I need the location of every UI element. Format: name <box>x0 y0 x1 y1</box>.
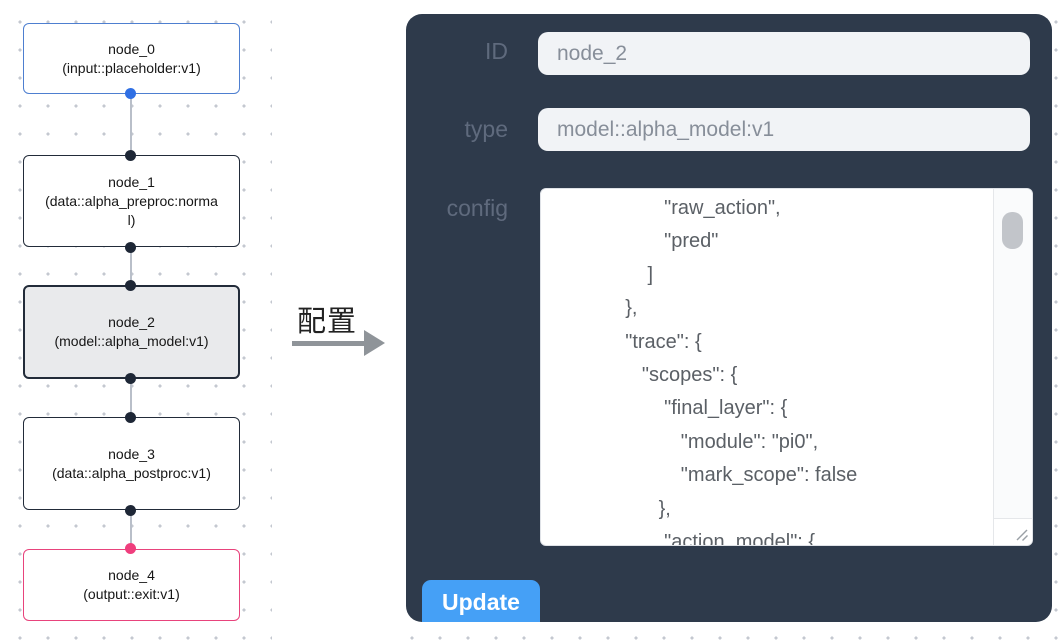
config-json-text[interactable]: "raw_action", "pred" ] }, "trace": { "sc… <box>625 197 858 545</box>
handle-node2-source-icon[interactable] <box>125 373 136 384</box>
flow-node-node_4[interactable]: node_4 (output::exit:v1) <box>23 549 240 621</box>
config-scrollbar-thumb[interactable] <box>1002 212 1023 249</box>
configure-annotation-label: 配置 <box>297 306 358 338</box>
handle-node3-source-icon[interactable] <box>125 505 136 516</box>
arrow-shaft <box>292 340 365 346</box>
update-button[interactable]: Update <box>422 580 540 622</box>
node-type-label: (output::exit:v1) <box>83 586 180 602</box>
resize-grip-icon <box>1016 529 1028 541</box>
handle-node4-target-icon[interactable] <box>125 543 136 554</box>
config-resize-corner[interactable] <box>993 518 1032 545</box>
handle-node1-target-icon[interactable] <box>125 150 136 161</box>
node-config-panel: ID type config "raw_action", "pred" ] },… <box>406 14 1052 622</box>
node-id-label: node_4 <box>108 567 155 583</box>
node-type-label: (data::alpha_preproc:normal) <box>45 192 218 228</box>
node-id-label: node_3 <box>108 445 155 462</box>
node-type-label: (input::placeholder:v1) <box>62 59 201 76</box>
handle-node2-target-icon[interactable] <box>125 280 136 291</box>
arrow-head <box>364 330 385 356</box>
right-arrow-icon <box>292 330 386 356</box>
edge-node1-node2 <box>130 247 132 285</box>
canvas-gap <box>272 0 398 643</box>
node-type-label: (model::alpha_model:v1) <box>54 333 209 349</box>
node-id-label: node_1 <box>108 173 155 190</box>
config-field-label: config <box>446 195 508 221</box>
node-id-label: node_2 <box>108 314 155 330</box>
node-type-label: (data::alpha_postproc:v1) <box>52 464 211 481</box>
id-input[interactable] <box>538 32 1030 75</box>
node-id-label: node_0 <box>108 40 155 57</box>
handle-node3-target-icon[interactable] <box>125 412 136 423</box>
flow-node-node_1[interactable]: node_1 (data::alpha_preproc:normal) <box>23 155 240 247</box>
edge-node0-node1 <box>130 94 132 155</box>
type-field-label: type <box>464 116 508 142</box>
edge-node2-node3 <box>130 379 132 417</box>
type-input[interactable] <box>538 108 1030 151</box>
config-textarea[interactable]: "raw_action", "pred" ] }, "trace": { "sc… <box>540 188 1033 546</box>
flow-node-node_2-selected[interactable]: node_2 (model::alpha_model:v1) <box>23 285 240 379</box>
config-scrollbar-track[interactable] <box>993 189 1032 519</box>
flow-node-node_3[interactable]: node_3 (data::alpha_postproc:v1) <box>23 417 240 510</box>
edge-node3-node4 <box>130 510 132 549</box>
flow-node-node_0[interactable]: node_0 (input::placeholder:v1) <box>23 23 240 94</box>
handle-node0-source-icon[interactable] <box>125 88 136 99</box>
handle-node1-source-icon[interactable] <box>125 242 136 253</box>
id-field-label: ID <box>485 38 508 64</box>
